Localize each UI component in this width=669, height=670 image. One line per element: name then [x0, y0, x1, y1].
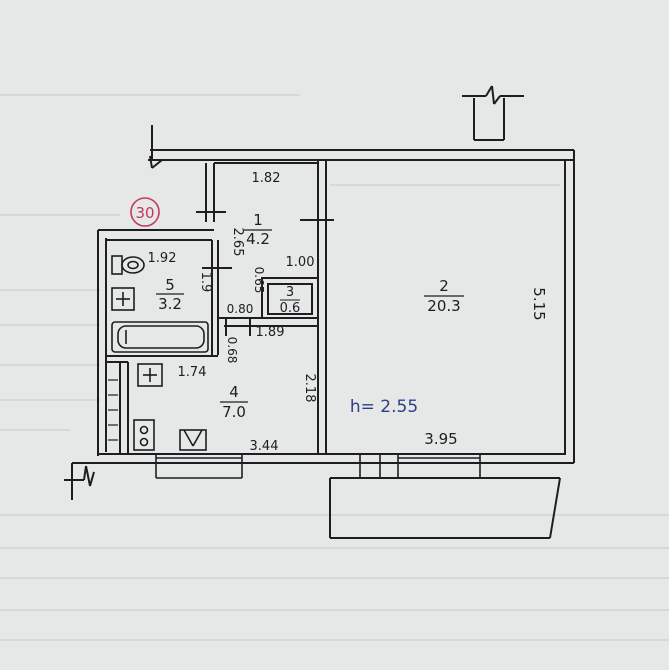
apartment-number-badge: 30: [130, 197, 160, 227]
apartment-number: 30: [135, 204, 154, 222]
kitchen-cabinet: [108, 379, 118, 441]
dim-kitchen-left-wall: 1.74: [178, 365, 207, 380]
room-3-area: 0.6: [280, 301, 301, 316]
outer-walls: [64, 85, 575, 500]
balcony: [329, 477, 561, 539]
toilet-icon: [111, 255, 145, 275]
room-4-number: 4: [229, 383, 239, 401]
sink-icon: [111, 287, 135, 311]
room-2-number: 2: [439, 277, 449, 295]
dim-closet-width: 1.00: [286, 255, 315, 270]
room-1-area: 4.2: [246, 230, 270, 248]
room-3-number: 3: [286, 285, 294, 300]
room-5-number: 5: [165, 276, 175, 294]
boiler-icon: [179, 429, 207, 451]
dim-corridor-width: 1.82: [252, 171, 281, 186]
dim-living-room-bottom: 3.95: [424, 430, 457, 448]
dim-living-room-right: 5.15: [530, 287, 548, 320]
dim-kitchen-right-wall: 2.18: [302, 374, 317, 403]
interior-walls: [106, 160, 334, 454]
ceiling-height: h= 2.55: [350, 397, 418, 417]
bathtub-icon: [111, 321, 209, 353]
dim-corridor-depth: 2.65: [230, 228, 245, 257]
dim-closet-depth: 0.65: [252, 267, 266, 294]
room-4-area: 7.0: [222, 403, 246, 421]
room-2-area: 20.3: [427, 297, 460, 315]
dim-bathroom-width: 1.92: [148, 251, 177, 266]
room-5-area: 3.2: [158, 295, 182, 313]
windows: [155, 453, 481, 479]
stove-icon: [133, 419, 155, 451]
background-form-lines: [0, 94, 669, 641]
dim-kitchen-top: 1.89: [256, 325, 285, 340]
dim-bathroom-depth: 1.9: [198, 272, 213, 293]
kitchen-sink-icon: [137, 363, 163, 387]
room-1-number: 1: [253, 211, 263, 229]
dim-kitchen-upper-wall: 0.68: [225, 337, 239, 364]
dim-kitchen-bottom: 3.44: [250, 439, 279, 454]
dim-door-span: 0.80: [227, 302, 254, 316]
